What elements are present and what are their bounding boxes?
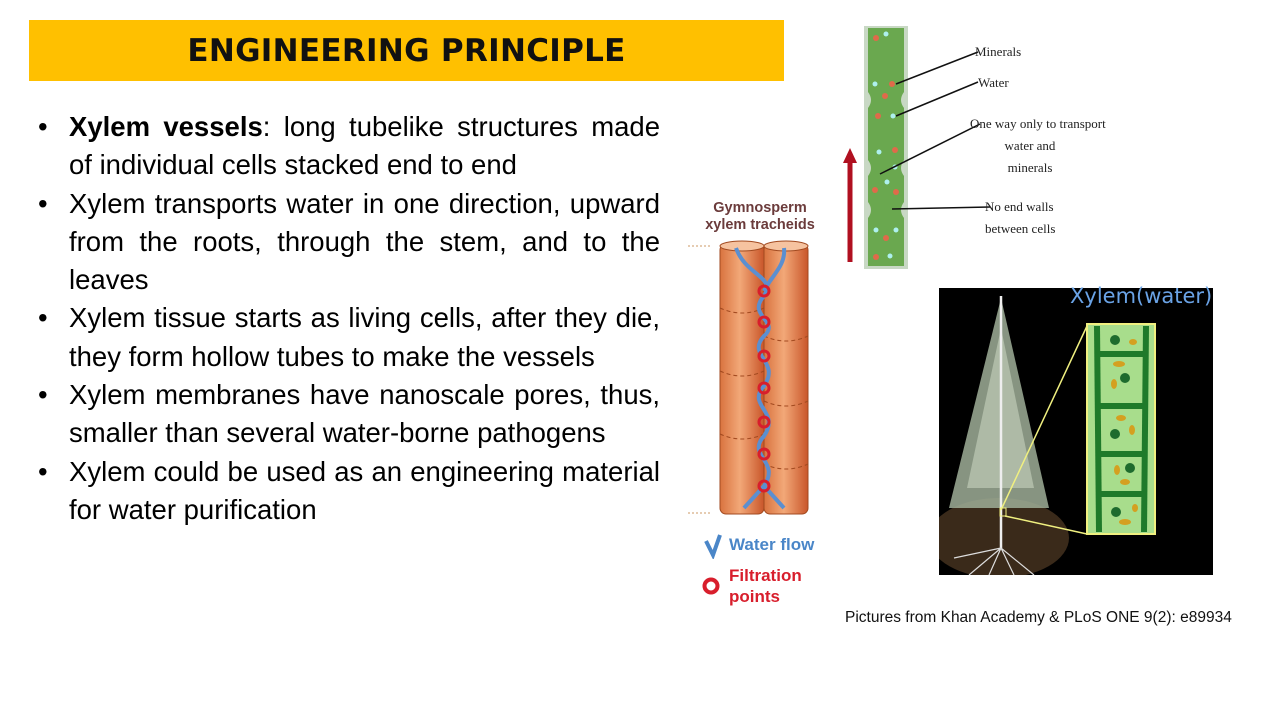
- bullet-item: •Xylem could be used as an engineering m…: [38, 453, 660, 530]
- bullet-icon: •: [38, 455, 48, 487]
- bullet-icon: •: [38, 187, 48, 219]
- tree-label: Xylem(water): [1070, 284, 1213, 308]
- label-water: Water: [978, 75, 1009, 90]
- legend-water-flow: Water flow: [729, 535, 815, 554]
- filtration-point: [757, 349, 771, 363]
- tracheid-illustration: [688, 240, 809, 515]
- bullet-item: •Xylem tissue starts as living cells, af…: [38, 299, 660, 376]
- filtration-point-icon: [702, 577, 720, 595]
- water-flow-icon: [704, 534, 722, 559]
- slide-title: ENGINEERING PRINCIPLE: [187, 32, 626, 69]
- bullet-icon: •: [38, 379, 48, 411]
- filtration-point: [757, 284, 771, 298]
- bullet-item: •Xylem transports water in one direction…: [38, 185, 660, 300]
- bullet-icon: •: [38, 302, 48, 334]
- filtration-point: [757, 381, 771, 395]
- title-bar: ENGINEERING PRINCIPLE: [29, 20, 784, 81]
- vessel-illustration: [843, 26, 990, 269]
- filtration-point: [757, 315, 771, 329]
- bullet-list: •Xylem vessels: long tubelike structures…: [38, 108, 660, 529]
- tree-xylem-image: [939, 288, 1213, 575]
- filtration-point: [757, 447, 771, 461]
- bullet-item: •Xylem vessels: long tubelike structures…: [38, 108, 660, 185]
- image-credit-caption: Pictures from Khan Academy & PLoS ONE 9(…: [845, 609, 1232, 626]
- filtration-point: [757, 415, 771, 429]
- bullet-icon: •: [38, 111, 48, 142]
- label-minerals: Minerals: [975, 44, 1022, 59]
- bullet-item: •Xylem membranes have nanoscale pores, t…: [38, 376, 660, 453]
- filtration-point: [757, 479, 771, 493]
